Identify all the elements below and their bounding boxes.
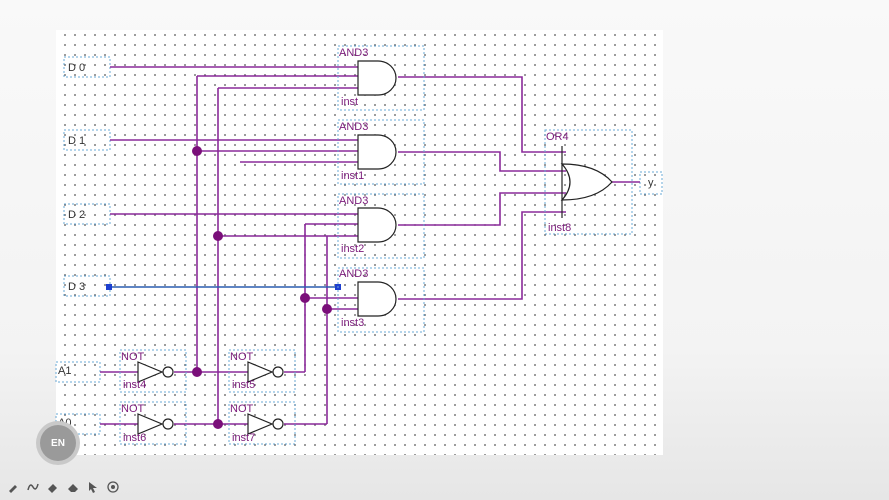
pin-d2-label: D 2 (68, 209, 85, 221)
not-gate-inst5[interactable]: NOT inst5 (228, 349, 296, 393)
presenter-badge-text: EN (51, 437, 65, 449)
not-gate-inst5-type: NOT (230, 351, 254, 363)
not-gate-inst7-label: inst7 (232, 432, 255, 444)
and-gate-inst[interactable]: AND3 inst (337, 45, 425, 111)
and-gate-inst2-label: inst2 (341, 243, 364, 255)
not-gate-inst6-type: NOT (121, 403, 145, 415)
and-gate-inst1[interactable]: AND3 inst1 (337, 119, 425, 185)
curve-icon[interactable] (26, 480, 40, 494)
and-gate-inst-type: AND3 (339, 47, 368, 59)
select-buses (196, 76, 328, 424)
not-gate-inst7-type: NOT (230, 403, 254, 415)
not-gate-inst6[interactable]: NOT inst6 (119, 401, 187, 445)
or-gate-inst8-label: inst8 (548, 222, 571, 234)
pin-y-label: y (648, 177, 654, 189)
or-gate-inst8-type: OR4 (546, 131, 569, 143)
not-gate-inst5-label: inst5 (232, 379, 255, 391)
annotation-toolbar (6, 479, 120, 495)
or-gate-inst8[interactable]: OR4 inst8 (544, 129, 633, 235)
or-input-wires (398, 76, 640, 300)
and-gate-inst3-label: inst3 (341, 317, 364, 329)
and-gate-inst1-label: inst1 (341, 170, 364, 182)
pen-icon[interactable] (6, 480, 20, 494)
not-gate-inst6-label: inst6 (123, 432, 146, 444)
and-gate-inst-label: inst (341, 96, 358, 108)
pin-a1-label: A1 (58, 365, 71, 377)
pin-d0-label: D 0 (68, 62, 85, 74)
and-gate-inst3[interactable]: AND3 inst3 (337, 267, 425, 333)
not-gate-inst7[interactable]: NOT inst7 (228, 401, 296, 445)
pin-d1-label: D 1 (68, 135, 85, 147)
pin-y[interactable]: y (639, 171, 663, 195)
and-gate-inst2-type: AND3 (339, 195, 368, 207)
and-gate-inst2[interactable]: AND3 inst2 (337, 193, 425, 259)
record-icon[interactable] (106, 480, 120, 494)
pin-d3-label: D 3 (68, 281, 85, 293)
and-gate-inst3-type: AND3 (339, 268, 368, 280)
eraser-icon[interactable] (66, 480, 80, 494)
not-gate-inst4[interactable]: NOT inst4 (119, 349, 187, 393)
not-gate-inst4-type: NOT (121, 351, 145, 363)
pointer-icon[interactable] (86, 480, 100, 494)
and-gate-inst1-type: AND3 (339, 121, 368, 133)
not-gate-inst4-label: inst4 (123, 379, 146, 391)
highlighter-icon[interactable] (46, 480, 60, 494)
presenter-badge[interactable]: EN (40, 425, 76, 461)
